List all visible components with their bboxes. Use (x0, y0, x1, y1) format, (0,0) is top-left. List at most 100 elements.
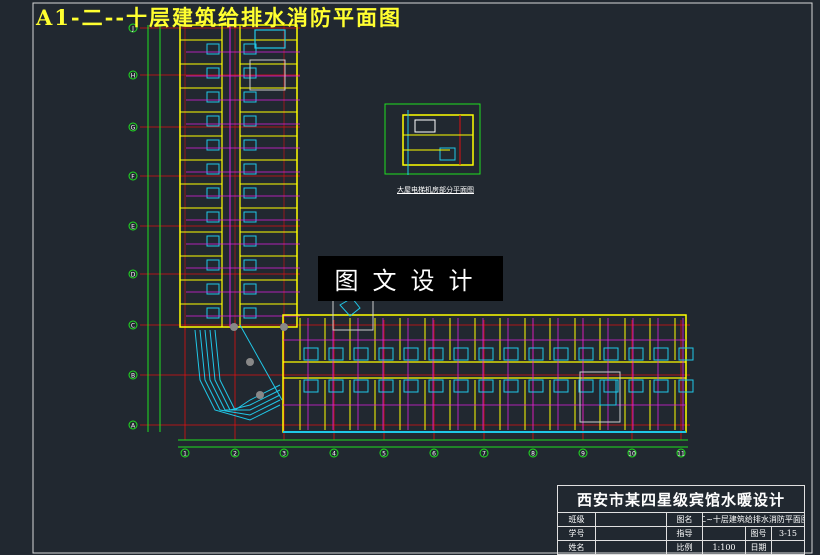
axis-bubble (429, 448, 439, 458)
detail-plan-title: 大屋电梯机房部分平面图 (397, 186, 474, 194)
column (280, 323, 288, 331)
value-class (596, 513, 667, 526)
bathroom-fixture (243, 91, 257, 103)
curved-wall (204, 329, 281, 411)
column-axis-label: 9 (581, 451, 585, 458)
bathroom-fixture (206, 259, 220, 271)
column (256, 391, 264, 399)
bathroom-fixture (206, 91, 220, 103)
value-drawing-name: 二~十层建筑给排水消防平面图 (703, 515, 804, 524)
row-axis-label: D (131, 272, 136, 279)
row-axis-label: A (131, 423, 136, 430)
vertical-wing-outline (179, 24, 298, 328)
bathroom-fixture (553, 347, 569, 361)
bathroom-fixture (678, 379, 694, 393)
bathroom-fixture (528, 379, 544, 393)
bathroom-fixture (678, 347, 694, 361)
bathroom-fixture (206, 283, 220, 295)
bathroom-fixture (653, 379, 669, 393)
bathroom-fixture (206, 163, 220, 175)
bathroom-fixture (578, 347, 594, 361)
value-scale: 1:100 (703, 541, 746, 554)
row-axis-label: C (131, 323, 135, 330)
bathroom-fixture (328, 379, 344, 393)
axis-bubble (128, 171, 138, 181)
bathroom-fixture (243, 43, 257, 55)
bathroom-fixture (628, 379, 644, 393)
bathroom-fixture (206, 307, 220, 319)
bathroom-fixture (603, 347, 619, 361)
column-axis-label: 5 (382, 451, 386, 458)
bathroom-fixture (478, 347, 494, 361)
bathroom-fixture (503, 379, 519, 393)
row-axis-label: H (131, 73, 136, 80)
bathroom-fixture (303, 347, 319, 361)
label-drawing-name: 图名 (667, 513, 703, 526)
curved-wall (214, 329, 281, 411)
row-axis-label: F (131, 174, 135, 181)
bathroom-fixture (478, 379, 494, 393)
axis-bubble (128, 122, 138, 132)
bathroom-fixture (378, 379, 394, 393)
bathroom-fixture (528, 347, 544, 361)
title-block-row: 学号 指导 图号 3-15 (558, 527, 804, 541)
bathroom-fixture (503, 347, 519, 361)
detail-plan-outline (402, 114, 474, 166)
bathroom-fixture (206, 67, 220, 79)
curved-wall (199, 329, 281, 416)
detail-dimension-frame (384, 103, 481, 175)
value-student-id (596, 527, 667, 540)
bathroom-fixture (403, 379, 419, 393)
stair-core (249, 59, 286, 91)
bathroom-fixture (428, 347, 444, 361)
axis-bubble (128, 370, 138, 380)
bathroom-fixture (243, 187, 257, 199)
value-drawing-no: 3-15 (779, 529, 797, 538)
row-axis-label: G (131, 125, 136, 132)
bathroom-fixture (243, 283, 257, 295)
label-scale: 比例 (667, 541, 703, 554)
label-student-id: 学号 (558, 527, 596, 540)
bathroom-fixture (243, 211, 257, 223)
bathroom-fixture (243, 115, 257, 127)
column-axis-label: 10 (628, 451, 636, 458)
axis-bubble (180, 448, 190, 458)
value-advisor (703, 527, 746, 540)
detail-equipment (414, 119, 436, 133)
axis-bubble (627, 448, 637, 458)
bathroom-fixture (428, 379, 444, 393)
column-axis-label: 1 (183, 451, 187, 458)
curved-wall (194, 329, 281, 421)
axis-bubble (676, 448, 686, 458)
bathroom-fixture (578, 379, 594, 393)
bathroom-fixture (378, 347, 394, 361)
bathroom-fixture (653, 347, 669, 361)
column-axis-label: 4 (332, 451, 336, 458)
bathroom-fixture (243, 139, 257, 151)
bathroom-fixture (243, 163, 257, 175)
column (246, 358, 254, 366)
axis-bubble (578, 448, 588, 458)
bathroom-fixture (206, 235, 220, 247)
label-advisor: 指导 (667, 527, 703, 540)
project-name: 西安市某四星级宾馆水暖设计 (558, 486, 804, 513)
bathroom-fixture (303, 379, 319, 393)
column (230, 323, 238, 331)
stair-treads (599, 379, 617, 406)
value-date (772, 541, 804, 554)
axis-bubble (329, 448, 339, 458)
title-block-row: 班级 图名 二~十层建筑给排水消防平面图 (558, 513, 804, 527)
axis-bubble (128, 420, 138, 430)
label-date: 日期 (746, 541, 772, 554)
bathroom-fixture (243, 307, 257, 319)
drawing-title: A1-二--十层建筑给排水消防平面图 (36, 5, 403, 30)
axis-bubble (128, 70, 138, 80)
label-class: 班级 (558, 513, 596, 526)
bathroom-fixture (206, 115, 220, 127)
bathroom-fixture (628, 347, 644, 361)
bathroom-fixture (206, 139, 220, 151)
bathroom-fixture (328, 347, 344, 361)
axis-bubble (379, 448, 389, 458)
